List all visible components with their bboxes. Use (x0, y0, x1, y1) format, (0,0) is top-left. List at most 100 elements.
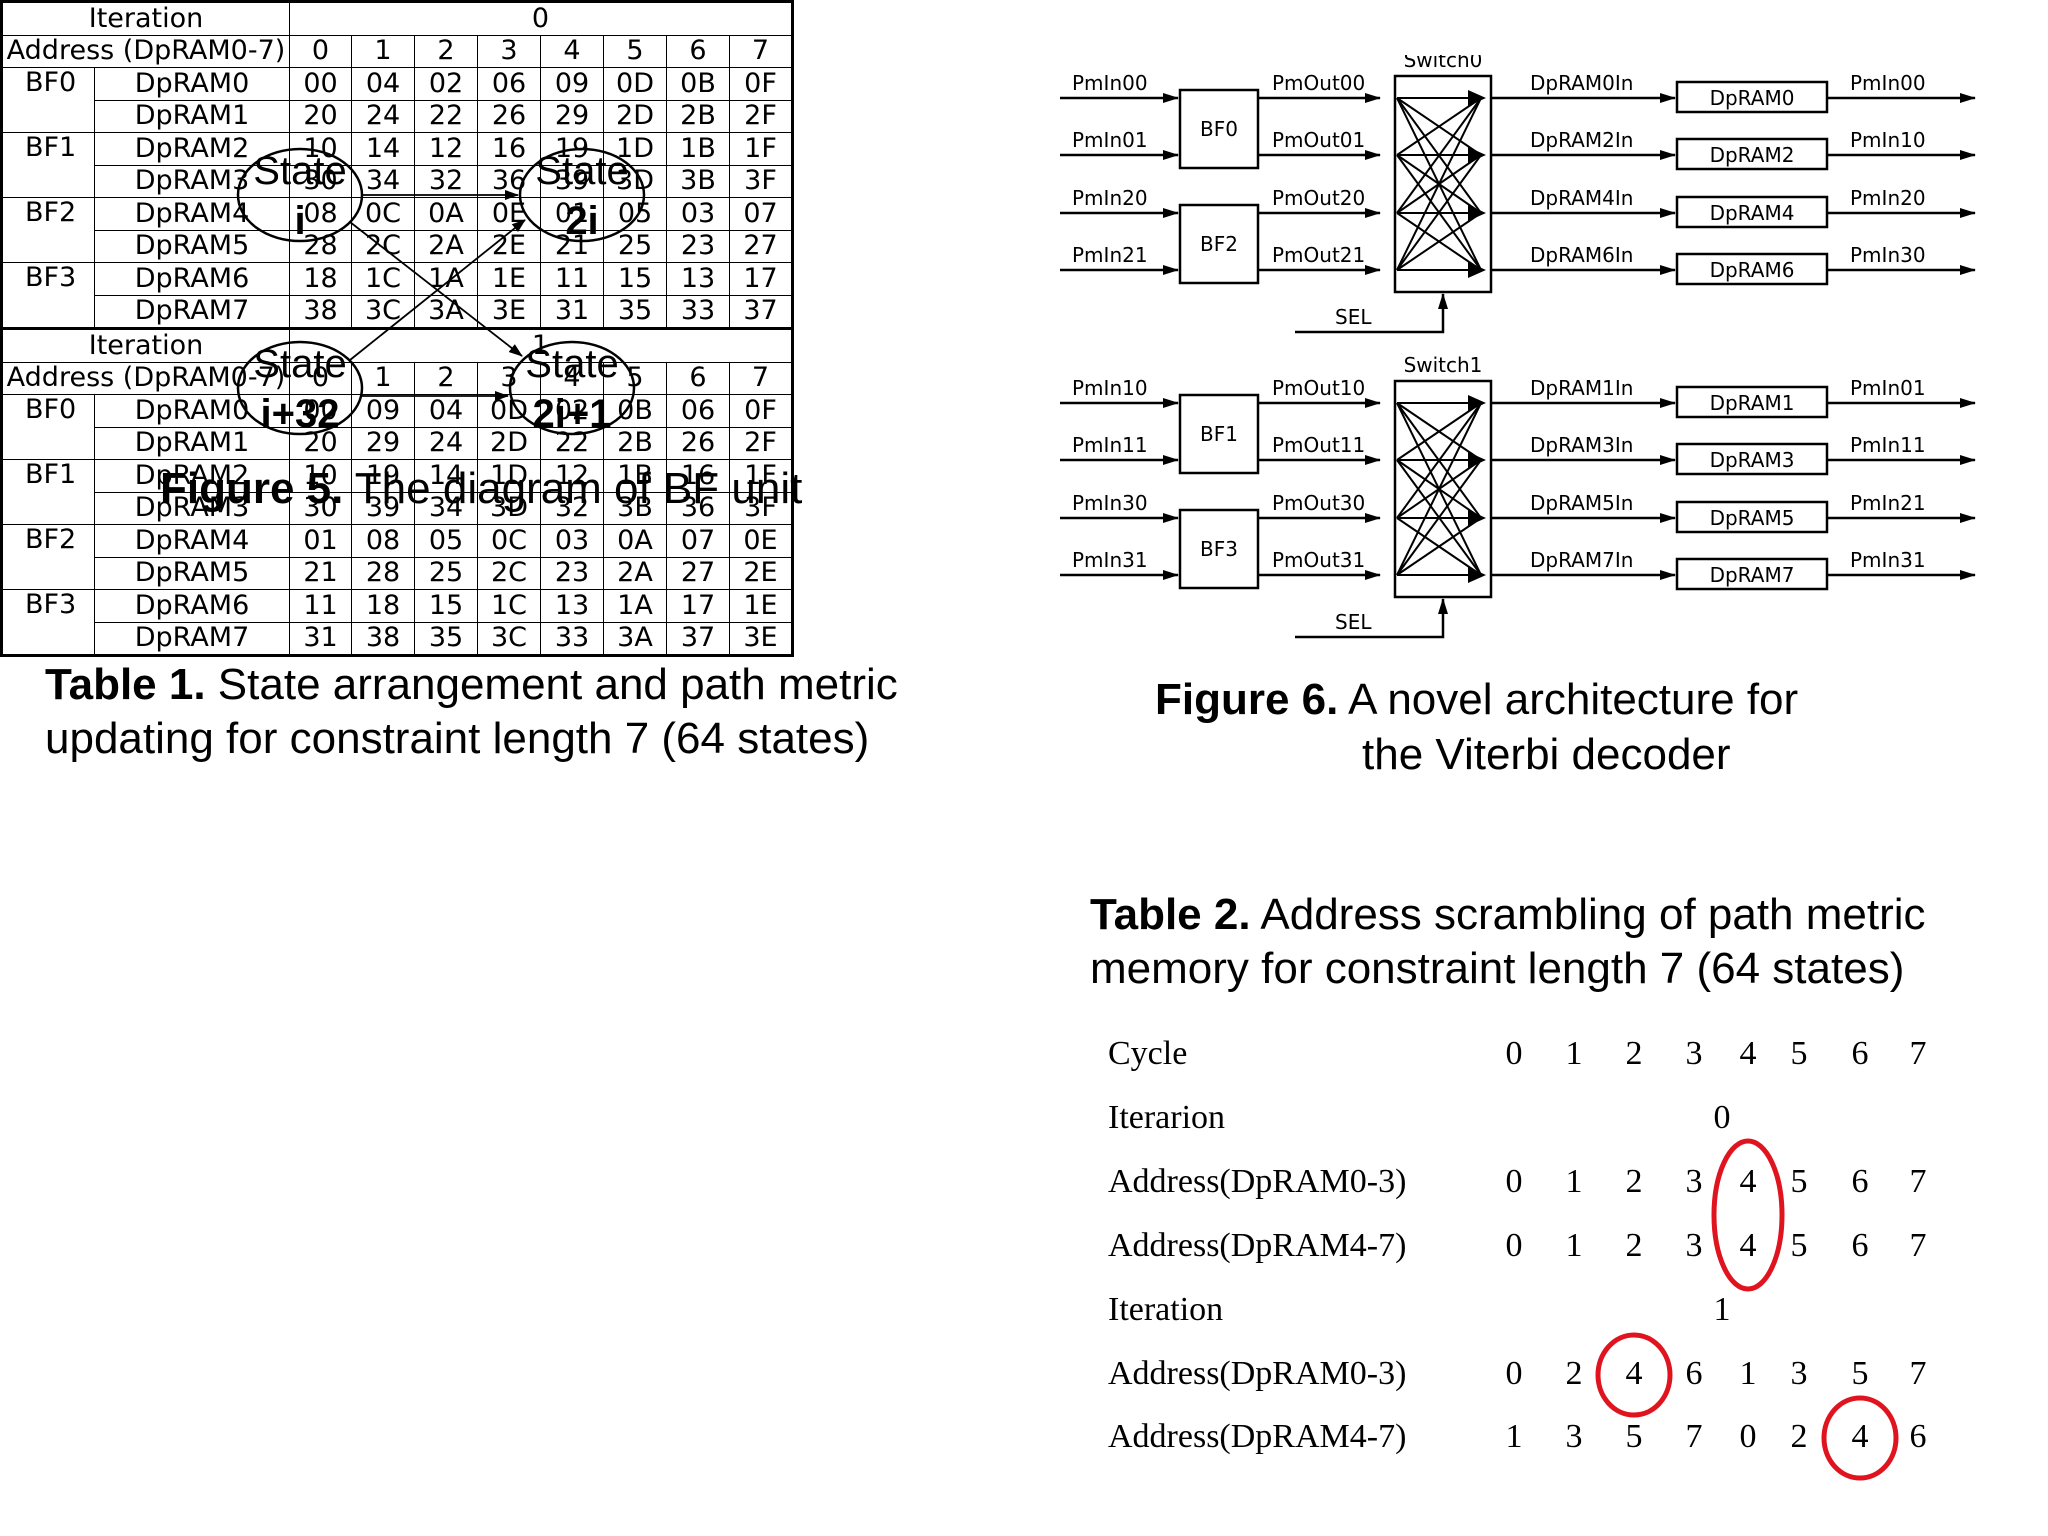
state-cell: 36 (666, 491, 730, 525)
cell-value: 0 (1713, 1099, 1731, 1136)
cell-value: 7 (1909, 1355, 1927, 1392)
state-cell: 07 (666, 524, 730, 558)
state-cell: 01 (289, 524, 352, 558)
highlight-circle (1821, 1395, 1899, 1481)
state-cell: 06 (666, 394, 730, 428)
state-cell: 04 (414, 394, 478, 428)
output-label: PmIn21 (1850, 491, 1926, 515)
bf-box (1178, 393, 1260, 475)
address-col: 2 (414, 34, 478, 68)
cell-value: 7 (1909, 1163, 1927, 1200)
state-cell: 0F (729, 67, 793, 101)
dpram-label: DpRAM7 (94, 621, 290, 656)
node-state-2i1 (508, 340, 636, 436)
state-cell: 3B (666, 164, 730, 198)
row-label: Cycle (1108, 1035, 1188, 1072)
crossbar-arrowhead (1468, 90, 1486, 106)
state-cell: 37 (666, 621, 730, 656)
edge-i32-2i (349, 219, 526, 361)
cell-value: 5 (1790, 1227, 1808, 1264)
pmout-label: PmOut31 (1272, 548, 1365, 572)
bf-box (1178, 203, 1260, 285)
cell-value: 2 (1625, 1163, 1643, 1200)
address-col: 5 (603, 34, 667, 68)
node-label: State (535, 149, 628, 193)
input-label: PmIn11 (1072, 433, 1148, 457)
input-label: PmIn20 (1072, 186, 1148, 210)
state-cell: 2C (477, 556, 541, 590)
dpram-box (1675, 442, 1829, 476)
dpram-label: DpRAM7 (1710, 563, 1795, 587)
state-cell: 1F (729, 132, 793, 166)
bf-label: BF3 (1, 589, 95, 656)
node-state-i32 (236, 340, 364, 436)
dpram-label: DpRAM4 (1710, 201, 1795, 225)
cell-value: 4 (1739, 1227, 1757, 1264)
pmout-label: PmOut01 (1272, 128, 1365, 152)
state-cell: 07 (729, 197, 793, 231)
dpram-label: DpRAM4 (94, 524, 290, 558)
bf-label: BF1 (1, 459, 95, 525)
state-cell: 2A (603, 556, 667, 590)
pmout-label: PmOut30 (1272, 491, 1365, 515)
state-cell: 3C (477, 621, 541, 656)
node-label: 2i (565, 199, 598, 243)
state-cell: 27 (729, 229, 793, 263)
cell-value: 3 (1685, 1163, 1703, 1200)
dpin-label: DpRAM0In (1530, 71, 1633, 95)
cell-value: 2 (1565, 1355, 1583, 1392)
cell-value: 6 (1909, 1418, 1927, 1455)
dpin-label: DpRAM4In (1530, 186, 1633, 210)
state-cell: 2E (477, 229, 541, 263)
caption-label: Figure 6. (1155, 675, 1339, 724)
table1-caption-line2: updating for constraint length 7 (64 sta… (45, 714, 870, 763)
state-cell: 0A (414, 197, 478, 231)
table2-caption-line1: Table 2. Address scrambling of path metr… (1090, 890, 1926, 940)
state-cell: 1D (477, 459, 541, 493)
node-state-2i (518, 147, 646, 243)
cell-value: 1 (1713, 1291, 1731, 1328)
cell-value: 1 (1565, 1163, 1583, 1200)
crossbar-line (1396, 97, 1482, 271)
row-label: Address(DpRAM4-7) (1108, 1418, 1407, 1455)
dpram-label: DpRAM1 (1710, 391, 1795, 415)
input-label: PmIn10 (1072, 376, 1148, 400)
state-cell: 29 (540, 99, 604, 133)
state-cell: 16 (666, 459, 730, 493)
state-cell: 3E (729, 621, 793, 656)
crossbar-line (1396, 402, 1482, 461)
iteration-value: 0 (289, 1, 793, 36)
bf-label: BF3 (1200, 537, 1238, 561)
cell-value: 6 (1851, 1163, 1869, 1200)
state-cell: 1B (603, 459, 667, 493)
dpram-label: DpRAM2 (1710, 143, 1795, 167)
row-label: Address(DpRAM0-3) (1108, 1163, 1407, 1200)
dpin-label: DpRAM2In (1530, 128, 1633, 152)
state-cell: 02 (414, 67, 478, 101)
state-cell: 0B (666, 67, 730, 101)
cell-value: 5 (1790, 1035, 1808, 1072)
table2-caption-line2: memory for constraint length 7 (64 state… (1090, 944, 1905, 993)
cell-value: 5 (1790, 1163, 1808, 1200)
sel-label: SEL (1335, 610, 1372, 634)
state-cell: 05 (603, 197, 667, 231)
state-cell: 14 (414, 459, 478, 493)
state-cell: 12 (540, 459, 604, 493)
cell-value: 4 (1739, 1163, 1757, 1200)
cell-value: 4 (1851, 1418, 1869, 1455)
row-label: Address(DpRAM0-3) (1108, 1355, 1407, 1392)
state-cell: 30 (289, 164, 352, 198)
node-label: 2i+1 (533, 392, 612, 436)
cell-value: 2 (1625, 1035, 1643, 1072)
caption-label: Table 2. (1090, 890, 1251, 939)
crossbar-arrowhead (1468, 205, 1486, 221)
pmout-label: PmOut21 (1272, 243, 1365, 267)
